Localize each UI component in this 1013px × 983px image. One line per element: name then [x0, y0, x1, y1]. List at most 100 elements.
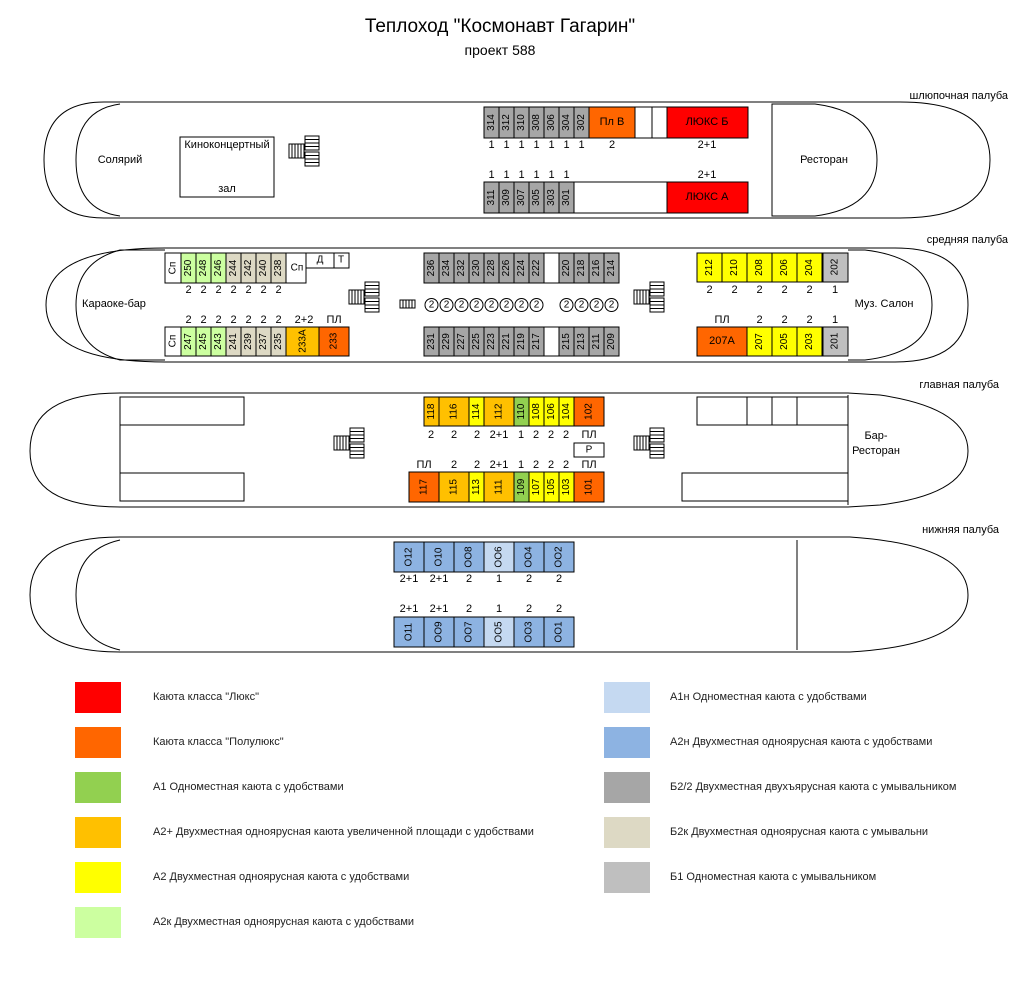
berth-circle-8	[559, 298, 574, 312]
lower-bottom-count-0: 2+1	[400, 603, 419, 615]
main-cabin-label-116: 116	[449, 403, 460, 419]
middle-cabin-label-232: 232	[456, 259, 467, 276]
lower-cabin-ОО5	[483, 616, 515, 648]
middle-cabin-label-226: 226	[501, 259, 512, 276]
middle-cabin-label-250: 250	[183, 259, 194, 276]
main-cabin-116	[438, 396, 470, 427]
boat-stairs-c	[304, 151, 320, 167]
boat-top-count-7: 2	[609, 139, 615, 151]
middle-right-top-count-5: 1	[832, 284, 838, 296]
lower-cabin-label-О10: О10	[434, 547, 445, 566]
middle-cabin-233-label: 233	[329, 332, 340, 349]
berth-circle-label-4: 2	[489, 300, 495, 311]
middle-left-bottom-count-3: 2	[230, 314, 236, 326]
middle-right-bottom-count-3: 2	[806, 314, 812, 326]
main-cabin-label-105: 105	[546, 478, 557, 495]
berth-circle-4	[484, 298, 499, 312]
lower-top-count-3: 1	[496, 573, 502, 585]
main-cabin-p	[573, 442, 605, 458]
main-cabin-label-106: 106	[546, 403, 557, 420]
lower-cabin-label-О12: О12	[404, 547, 415, 566]
lower-cabin-ОО9	[423, 616, 455, 648]
middle-cabin-label-208: 208	[754, 259, 765, 276]
middle-cabin-label-247: 247	[183, 333, 194, 350]
middle-cabin-label-223: 223	[486, 333, 497, 350]
cabin-semilux-b-label: Пл В	[600, 116, 625, 128]
lower-cabin-label-О11: О11	[404, 622, 415, 641]
legend-swatch-a2	[75, 862, 121, 893]
main-top-count-0: 2	[428, 429, 434, 441]
middle-cabin-label-224: 224	[516, 259, 527, 276]
cinema-label-1: Киноконцертный	[184, 139, 269, 151]
main-stairs-right-c	[649, 443, 665, 459]
middle-cabin-label-240: 240	[258, 259, 269, 276]
berth-circle-11	[604, 298, 619, 312]
middle-cabin-label-213: 213	[576, 333, 587, 350]
main-top-count-8: ПЛ	[581, 429, 596, 441]
boat-top-count-1: 1	[503, 139, 509, 151]
middle-right-top-count-4: 2	[806, 284, 812, 296]
middle-cabin-label-217: 217	[531, 333, 542, 350]
boat-deck-hull	[43, 101, 991, 219]
legend-text-b2k: Б2к Двухместная одноярусная каюта с умыв…	[670, 826, 929, 838]
berth-circle-10	[589, 298, 604, 312]
berth-circle-label-5: 2	[504, 300, 510, 311]
middle-left-top-count-5: 2	[260, 284, 266, 296]
main-cabin-label-107: 107	[531, 478, 542, 495]
cinema-hall	[179, 136, 275, 198]
lower-cabin-ОО3	[513, 616, 545, 648]
legend-text-a1: А1 Одноместная каюта с удобствами	[153, 781, 344, 793]
cabin-sp-3-label: Сп	[168, 335, 179, 348]
cabin-lux-b	[666, 106, 749, 139]
berth-circle-1	[439, 298, 454, 312]
music-salon-wall	[848, 249, 933, 361]
middle-cabin-label-211: 211	[591, 333, 602, 349]
main-deck-hull	[29, 392, 969, 508]
main-top-count-3: 2+1	[490, 429, 509, 441]
middle-right-top-count-1: 2	[731, 284, 737, 296]
lower-cabin-О11	[393, 616, 425, 648]
main-top-count-5: 2	[533, 429, 539, 441]
main-top-count-1: 2	[451, 429, 457, 441]
middle-cabin-203	[796, 326, 823, 357]
middle-cabin-210	[721, 252, 748, 283]
berth-circle-7	[529, 298, 544, 312]
middle-right-bottom-count-2: 2	[781, 314, 787, 326]
boat-cabin-label-314: 314	[486, 114, 497, 131]
middle-cabin-label-219: 219	[516, 333, 527, 350]
lower-bow-wall	[75, 539, 121, 651]
lower-cabin-О12	[393, 541, 425, 573]
middle-stairs-left-b	[364, 281, 380, 297]
middle-cabin-label-203: 203	[804, 333, 815, 350]
cabin-sp-1-label: Сп	[168, 262, 179, 275]
middle-cabin-label-222: 222	[531, 259, 542, 276]
lower-top-count-5: 2	[556, 573, 562, 585]
cabin-t	[333, 252, 350, 269]
legend-swatch-lux	[75, 682, 121, 713]
main-cabin-117-label: 117	[419, 479, 430, 495]
main-cabin-102	[573, 396, 605, 427]
middle-cabin-label-230: 230	[471, 259, 482, 276]
legend-text-a1n: А1н Одноместная каюта с удобствами	[670, 691, 867, 703]
boat-bottom-count-3: 1	[533, 169, 539, 181]
middle-left-bottom-count-8: ПЛ	[326, 314, 341, 326]
main-cabin-label-109: 109	[516, 478, 527, 495]
diagram-subtitle: проект 588	[464, 42, 536, 58]
middle-stairs-right-a	[633, 289, 650, 305]
main-cabin-label-113: 113	[471, 479, 482, 495]
legend-text-lux: Каюта класса "Люкс"	[153, 691, 259, 703]
lower-cabin-label-ОО2: ОО2	[554, 546, 565, 568]
boat-top-count-5: 1	[563, 139, 569, 151]
berth-circle-label-1: 2	[444, 300, 450, 311]
berth-circle-label-10: 2	[594, 300, 600, 311]
main-bottom-count-3: 2+1	[490, 459, 509, 471]
middle-cabin-label-235: 235	[273, 333, 284, 350]
legend-swatch-a2n	[604, 727, 650, 758]
middle-deck-hull	[45, 247, 969, 363]
lower-cabin-label-ОО8: ОО8	[464, 546, 475, 568]
solarium-label: Солярий	[98, 154, 143, 166]
middle-cabin-label-234: 234	[441, 259, 452, 276]
boat-cabin-label-311: 311	[486, 189, 497, 205]
main-top-count-2: 2	[474, 429, 480, 441]
